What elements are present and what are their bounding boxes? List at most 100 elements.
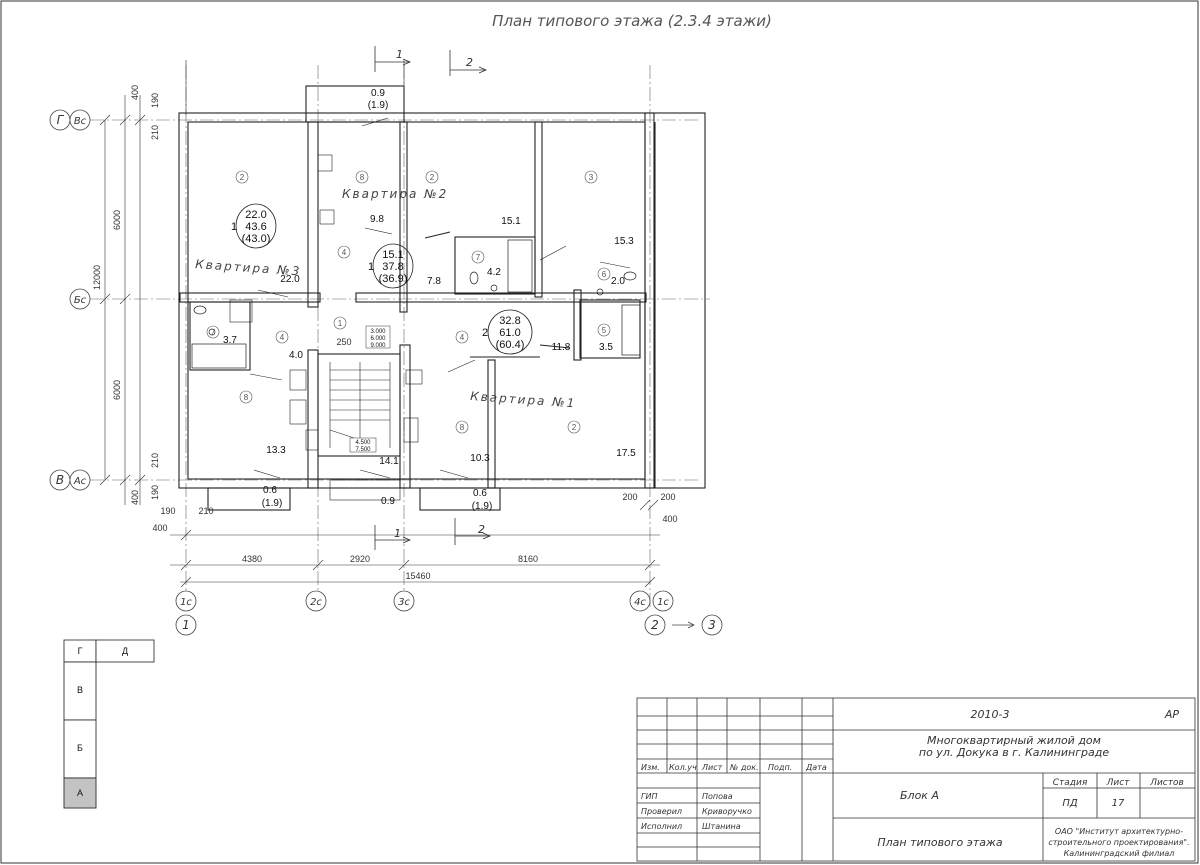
org-line-1: ОАО "Институт архитектурно- <box>1055 827 1183 836</box>
stair-height: 6.000 <box>370 336 386 342</box>
stair-height-box-bottom <box>349 437 377 453</box>
apt3-useful: (43.0) <box>242 233 271 245</box>
area-220: 22.0 <box>280 274 300 285</box>
apt2-total: 37.8 <box>382 261 403 273</box>
dim-h-190: 190 <box>160 506 175 516</box>
key-plan <box>63 639 155 809</box>
room-code: 7 <box>211 328 216 337</box>
apt3-total: 43.6 <box>245 221 266 233</box>
name-popova: Попова <box>702 792 733 801</box>
room-code: 3 <box>589 173 594 182</box>
dim-v-210-top: 210 <box>150 125 160 140</box>
room-code: 2 <box>572 423 577 432</box>
key-plan-block-v: В <box>77 685 83 695</box>
section-cut-2-top: 2 <box>466 56 473 69</box>
walls <box>178 85 706 511</box>
axis-label-g: Г <box>57 113 65 127</box>
room-code: 2 <box>240 173 245 182</box>
room-code: 7 <box>476 253 481 262</box>
area-98: 9.8 <box>370 214 384 225</box>
room-code: 5 <box>602 326 607 335</box>
stair-height: 7.500 <box>355 447 371 453</box>
room-code: 4 <box>280 333 285 342</box>
apt2-rooms: 1 <box>368 261 374 273</box>
dim-v-190-top: 190 <box>150 93 160 108</box>
apt1-useful: (60.4) <box>496 339 525 351</box>
role-checked: Проверил <box>641 807 682 816</box>
stair-height: 3.000 <box>370 329 386 335</box>
area-bal-left-p: (1.9) <box>262 498 283 509</box>
room-code-circles <box>206 170 611 434</box>
area-bal-left: 0.6 <box>263 485 277 496</box>
axis-markers <box>49 109 723 636</box>
dim-v-190-bottom: 190 <box>150 485 160 500</box>
sheets-head: Листов <box>1149 778 1184 788</box>
dim-h-15460: 15460 <box>405 571 430 581</box>
dim-h-250: 250 <box>336 337 351 347</box>
section-cut-2-bottom: 2 <box>478 523 485 536</box>
dim-v-400-bottom: 400 <box>130 490 140 505</box>
stair-height: 9.000 <box>370 343 386 349</box>
col-head-list: Лист <box>701 763 723 772</box>
area-bal-center: 0.9 <box>381 496 395 507</box>
room-code: 6 <box>602 270 607 279</box>
dim-v-6000-bottom: 6000 <box>112 380 122 400</box>
area-bal-right: 0.6 <box>473 488 487 499</box>
axis-label-2c: 2с <box>310 597 322 608</box>
dimension-lines <box>99 60 660 588</box>
apt2-useful: (36.9) <box>379 273 408 285</box>
project-name-line-1: Многоквартирный жилой дом <box>927 734 1101 747</box>
axis-label-1: 1 <box>182 618 190 632</box>
axis-arrow <box>672 621 695 629</box>
sheet-number: 17 <box>1112 798 1125 809</box>
axis-label-vs: Вс <box>74 116 87 127</box>
room-code: 8 <box>460 423 465 432</box>
stage-value: ПД <box>1062 798 1078 809</box>
area-callouts <box>235 203 533 355</box>
room-code: 1 <box>338 319 343 328</box>
area-78: 7.8 <box>427 276 441 287</box>
key-plan-block-d: Д <box>122 646 128 656</box>
dim-v-6000-top: 6000 <box>112 210 122 230</box>
area-175: 17.5 <box>616 448 636 459</box>
room-code: 8 <box>360 173 365 182</box>
section-cut-1-bottom: 1 <box>394 527 401 540</box>
apt3-living: 22.0 <box>245 209 266 221</box>
room-code: 4 <box>342 248 347 257</box>
axis-label-3c: 3с <box>398 597 410 608</box>
dim-h-200-right: 200 <box>660 492 675 502</box>
sanitary-fixtures <box>193 271 637 336</box>
area-40: 4.0 <box>289 350 303 361</box>
block-name: Блок А <box>900 789 939 802</box>
axis-label-bs: Бс <box>74 295 87 306</box>
sheet-type: АР <box>1164 708 1180 721</box>
area-118: 11.8 <box>552 342 571 353</box>
area-balcony-top-p: (1.9) <box>368 100 389 111</box>
axis-label-v: В <box>56 473 64 487</box>
dim-v-12000: 12000 <box>92 265 102 290</box>
sheet-title: План типового этажа (2.3.4 этажи) <box>492 12 772 30</box>
dim-v-210-bottom: 210 <box>150 453 160 468</box>
dim-v-400-top: 400 <box>130 85 140 100</box>
area-153: 15.3 <box>614 236 634 247</box>
dim-h-210: 210 <box>198 506 213 516</box>
col-head-izm: Изм. <box>641 763 660 772</box>
apartment-1-name: Квартира №1 <box>470 389 577 410</box>
apt3-rooms: 1 <box>231 221 237 233</box>
dim-h-2920: 2920 <box>350 554 370 564</box>
area-42: 4.2 <box>487 267 501 278</box>
col-head-doc: № док. <box>729 763 759 772</box>
axis-label-as: Ас <box>73 476 87 487</box>
area-35: 3.5 <box>599 342 613 353</box>
dim-h-4380: 4380 <box>242 554 262 564</box>
col-head-data: Дата <box>805 763 827 772</box>
stage-head: Стадия <box>1053 778 1088 788</box>
area-151: 15.1 <box>501 216 521 227</box>
dim-h-400: 400 <box>152 523 167 533</box>
key-plan-block-b: Б <box>77 743 83 753</box>
area-141: 14.1 <box>379 456 399 467</box>
dim-h-8160: 8160 <box>518 554 538 564</box>
sheet-head: Лист <box>1106 778 1131 788</box>
